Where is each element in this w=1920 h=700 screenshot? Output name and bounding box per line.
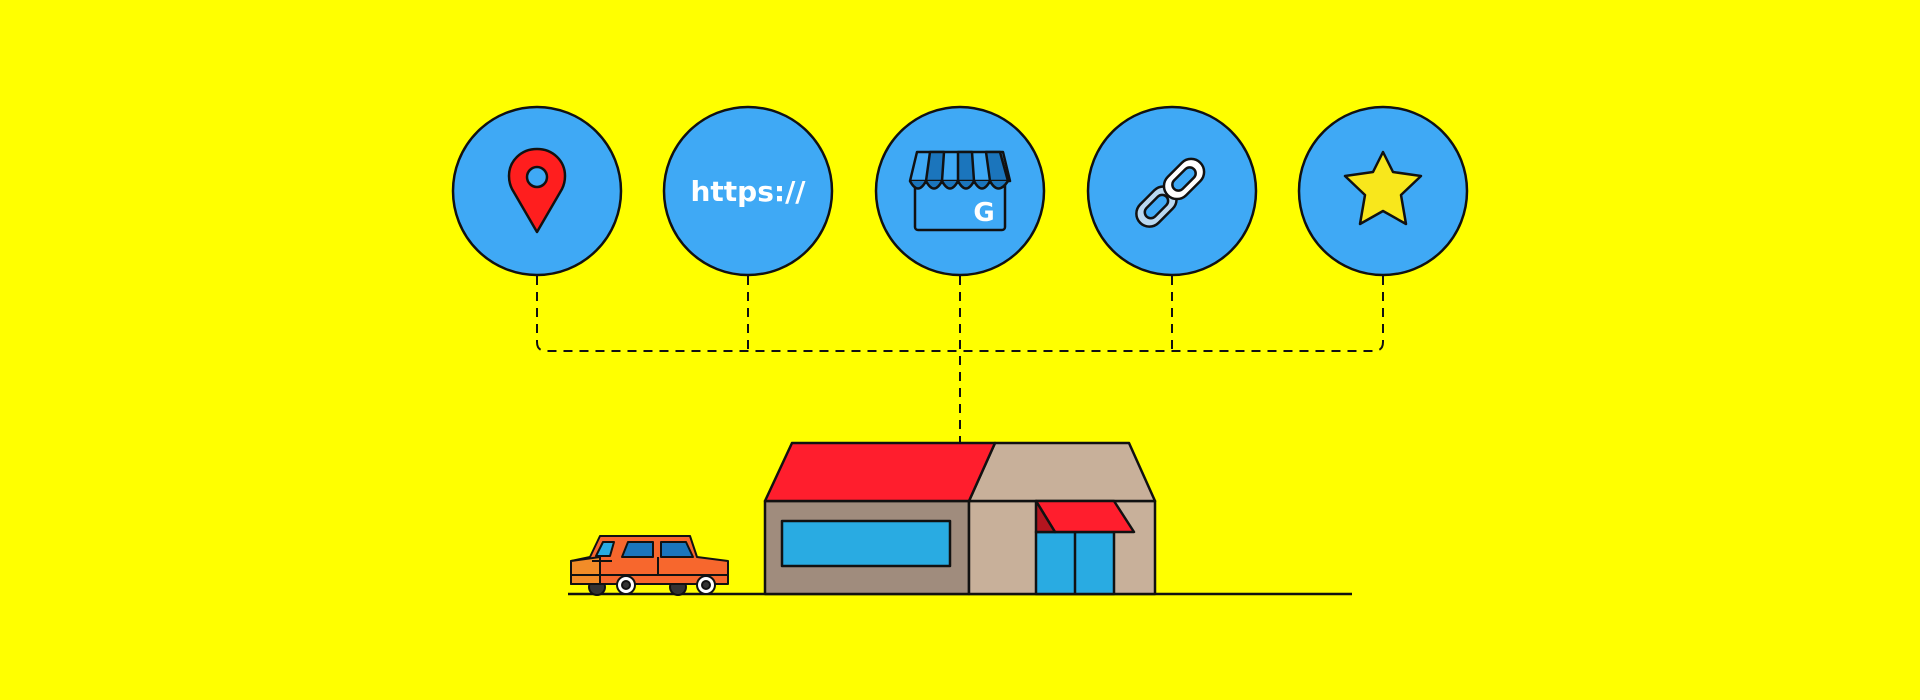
icon-circles <box>451 105 1469 277</box>
car-icon <box>570 535 729 596</box>
location-pin-icon <box>507 147 567 234</box>
shop-window <box>780 519 952 568</box>
storefront-building <box>763 441 1157 596</box>
google-business-store-icon: G <box>908 150 1012 232</box>
building-right-gable <box>967 441 1157 503</box>
connector-lines <box>536 276 1384 443</box>
url-text: https:// <box>690 175 806 208</box>
link-chain-icon <box>1135 157 1206 228</box>
building-red-roof <box>763 441 997 503</box>
store-g-letter: G <box>973 198 994 228</box>
star-review-icon <box>1343 150 1423 226</box>
connector-horizontal <box>536 341 1384 352</box>
url-circle <box>662 105 834 277</box>
awning-side <box>1034 499 1057 534</box>
website-url-icon: https:// <box>690 175 806 208</box>
